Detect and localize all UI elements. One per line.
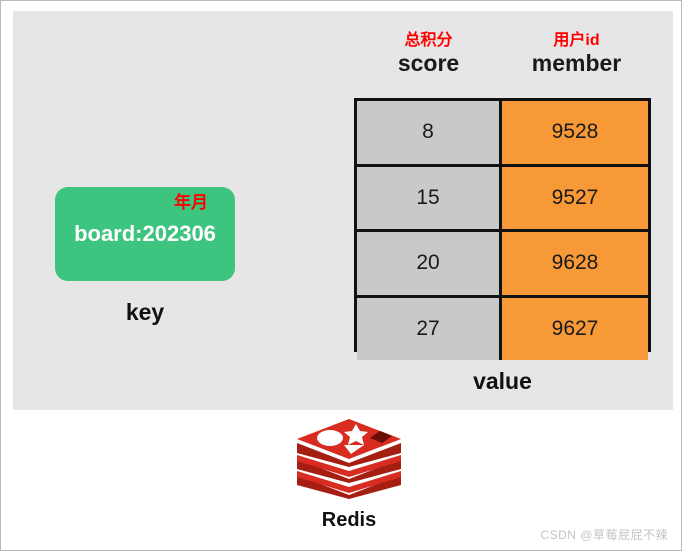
column-header-score: 总积分 score [354,31,503,77]
table-row: 27 9627 [357,294,648,361]
key-node: 年月 board:202306 [55,187,235,281]
table-row: 8 9528 [357,101,648,164]
column-header-member-name: member [531,50,622,76]
cell-score: 27 [357,297,502,361]
cell-score: 8 [357,101,502,164]
cell-member: 9528 [502,101,648,164]
cell-member: 9628 [502,232,648,295]
value-table-headers: 总积分 score 用户id member [354,31,651,95]
column-header-member: 用户id member [502,31,651,77]
table-row: 15 9527 [357,163,648,230]
csdn-watermark: CSDN @草莓屁屁不辣 [540,528,668,542]
key-value-text: board:202306 [74,221,216,246]
table-row: 20 9628 [357,229,648,295]
redis-icon [294,415,404,499]
cell-score: 15 [357,166,502,230]
column-header-score-name: score [397,50,460,76]
value-label: value [473,368,532,394]
key-annotation: 年月 [174,193,208,212]
value-table: 8 9528 15 9527 20 9628 27 9627 [354,98,651,361]
diagram-canvas: 年月 board:202306 key 总积分 score 用户id membe… [13,11,673,410]
key-label: key [125,299,165,325]
redis-label: Redis [321,509,377,531]
cell-member: 9527 [502,166,648,230]
cell-score: 20 [357,232,502,295]
column-header-score-annotation: 总积分 [404,32,453,49]
cell-member: 9627 [502,297,648,361]
column-header-member-annotation: 用户id [553,32,600,49]
